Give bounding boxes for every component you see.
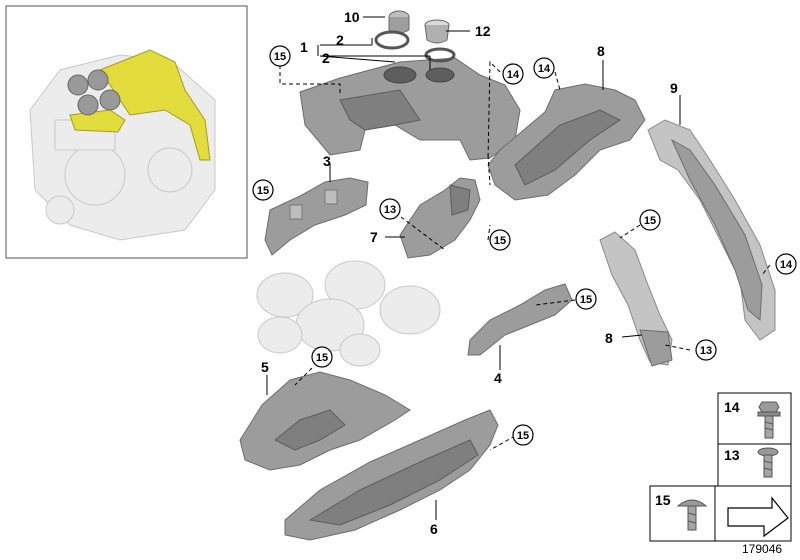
- svg-text:15: 15: [257, 185, 269, 197]
- part-number-2-upper: 2: [336, 32, 344, 48]
- heat-shield-part-8: [599, 231, 673, 367]
- legend-number-15: 15: [655, 492, 671, 508]
- circled-ref-15-upper-left: 15: [269, 45, 291, 67]
- heat-shield-part-10: [647, 119, 776, 341]
- heat-shield-part-1: [299, 57, 521, 161]
- turbocharger-ghost-main: [256, 260, 441, 367]
- circled-ref-15-part-8: 15: [639, 209, 661, 231]
- dashed-reference-lines: [279, 60, 771, 451]
- button-head-screw-icon: [676, 499, 708, 531]
- part-number-labels: 10 12 1 2 2 8 9 3 7 4 8 5 6: [261, 9, 678, 537]
- circled-ref-15-part-3: 15: [252, 179, 274, 201]
- heat-shield-part-3: [264, 177, 369, 256]
- svg-text:13: 13: [700, 345, 712, 357]
- highlighted-heat-shield: [69, 49, 211, 161]
- heat-shield-part-9: [487, 83, 646, 201]
- part-number-2-lower: 2: [322, 50, 330, 66]
- part-number-6: 6: [430, 521, 438, 537]
- heat-shield-part-4: [467, 283, 573, 356]
- circled-ref-13-part-8: 13: [695, 339, 717, 361]
- heat-shield-part-7: [399, 177, 481, 259]
- turbocharger-ghost: [67, 69, 121, 116]
- part-number-9: 8: [597, 43, 605, 59]
- svg-text:14: 14: [538, 63, 551, 75]
- part-number-1: 1: [300, 39, 308, 55]
- legend-number-13: 13: [724, 447, 740, 463]
- part-number-10: 9: [670, 80, 678, 96]
- svg-text:15: 15: [517, 430, 529, 442]
- circled-ref-15-part-6: 15: [512, 424, 534, 446]
- legend-number-14: 14: [724, 399, 740, 415]
- part-number-11: 10: [344, 9, 360, 25]
- circled-ref-15-part-7: 15: [489, 229, 511, 251]
- svg-text:15: 15: [274, 51, 286, 63]
- part-number-12: 12: [475, 23, 491, 39]
- svg-text:13: 13: [384, 204, 396, 216]
- part-number-3: 3: [323, 153, 331, 169]
- sleeve-part-12: [424, 19, 456, 63]
- grommet-part-11: [374, 10, 410, 50]
- part-number-4: 4: [494, 370, 502, 386]
- screw-icon: [757, 447, 779, 478]
- part-number-5: 5: [261, 359, 269, 375]
- svg-text:15: 15: [580, 294, 592, 306]
- svg-text:15: 15: [494, 235, 506, 247]
- fastener-legend: 14 13 15: [649, 392, 792, 542]
- engine-overview-inset: [5, 5, 248, 259]
- circled-ref-14-part-10: 14: [775, 253, 797, 275]
- circled-ref-15-part-4: 15: [575, 288, 597, 310]
- leader-lines: [266, 16, 681, 520]
- heat-shield-part-6: [284, 409, 499, 541]
- circled-reference-labels: 15 14 14 15 13 15 15 15 15 13 15 14: [252, 45, 797, 446]
- heat-shield-part-5: [239, 371, 411, 471]
- direction-arrow-icon: [727, 496, 789, 538]
- svg-text:15: 15: [316, 352, 328, 364]
- circled-ref-15-part-5: 15: [311, 346, 333, 368]
- part-number-8: 8: [605, 330, 613, 346]
- circled-ref-14-part-9: 14: [533, 57, 555, 79]
- image-number: 179046: [742, 542, 782, 556]
- circled-ref-14-upper: 14: [502, 63, 524, 85]
- svg-text:14: 14: [507, 69, 520, 81]
- circled-ref-13-part-7: 13: [379, 198, 401, 220]
- svg-text:14: 14: [780, 259, 793, 271]
- part-number-7: 7: [370, 229, 378, 245]
- svg-text:15: 15: [644, 215, 656, 227]
- flange-bolt-icon: [757, 401, 781, 439]
